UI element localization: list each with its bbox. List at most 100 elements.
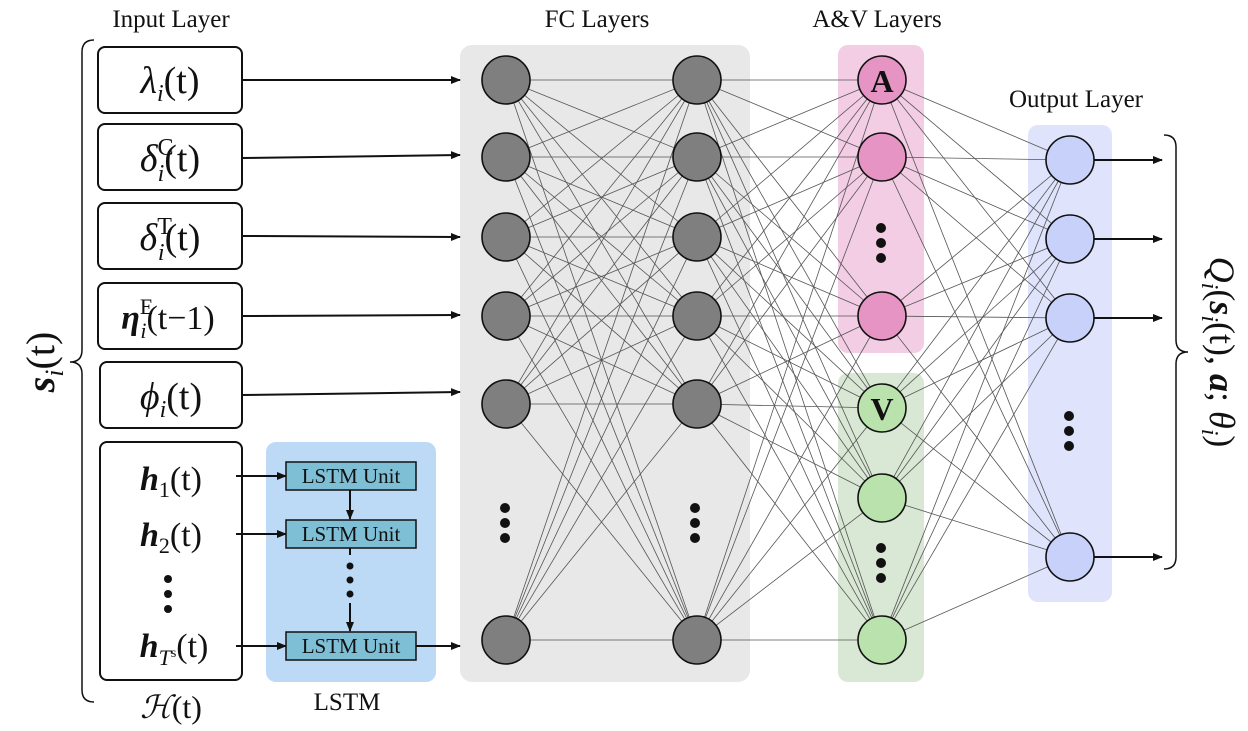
av-layers-header: A&V Layers <box>812 6 941 33</box>
edge <box>505 79 698 158</box>
edge <box>696 79 883 405</box>
edge <box>881 79 1071 240</box>
fc1-node <box>481 615 531 665</box>
edge <box>881 238 1071 317</box>
advantage-node <box>857 291 907 341</box>
edge <box>881 238 1071 409</box>
output-node <box>1045 135 1095 185</box>
svg-text:h2(t): h2(t) <box>140 517 202 558</box>
q-value-label: Qi(si(t), a; θi) <box>1196 257 1242 448</box>
lstm-panel <box>266 442 436 682</box>
q-brace <box>1163 134 1189 570</box>
fc1-node <box>481 291 531 341</box>
svg-text:ϕi(t): ϕi(t) <box>140 376 202 423</box>
svg-text:λi(t): λi(t) <box>139 60 199 107</box>
svg-text:h1(t): h1(t) <box>140 461 202 502</box>
edge <box>881 238 1071 499</box>
edge <box>505 79 698 317</box>
edge <box>505 156 698 238</box>
edge <box>881 79 1071 319</box>
svg-text:δCi(t): δCi(t) <box>140 135 200 187</box>
output-panel <box>1028 125 1112 602</box>
state-label: si(t) <box>18 332 69 394</box>
edge <box>505 236 698 317</box>
svg-text:hTs(t): hTs(t) <box>140 628 209 670</box>
value-node <box>857 473 907 523</box>
ellipsis-markers <box>500 223 1074 583</box>
history-label: ℋ(t) <box>140 689 202 725</box>
fc2-node <box>672 615 722 665</box>
input-arrow <box>241 151 461 160</box>
output-node <box>1045 532 1095 582</box>
edge <box>696 236 883 499</box>
lstm-unit-2: LSTM Unit <box>285 519 417 549</box>
edge <box>696 236 883 641</box>
edge <box>696 403 883 409</box>
edge <box>881 315 1071 558</box>
output-node <box>1045 214 1095 264</box>
history-box: h1(t) h2(t) hTs(t) <box>99 441 243 681</box>
edge <box>881 156 1071 161</box>
fc-layers-header: FC Layers <box>545 6 650 33</box>
input-feature-phi: ϕi(t) <box>99 361 243 429</box>
fc1-node <box>481 212 531 262</box>
edge <box>881 315 1071 319</box>
edge <box>696 156 883 499</box>
network-nodes: AV <box>481 55 1095 665</box>
fc2-node <box>672 212 722 262</box>
advantage-node <box>857 132 907 182</box>
lstm-unit-3: LSTM Unit <box>285 631 417 661</box>
edge <box>505 236 698 405</box>
edge <box>696 79 883 499</box>
input-arrow <box>241 311 461 320</box>
edge <box>696 156 883 317</box>
edge <box>696 156 883 641</box>
advantage-node-a <box>857 55 907 105</box>
edge <box>696 315 883 409</box>
svg-text:LSTM Unit: LSTM Unit <box>302 522 401 546</box>
input-arrow <box>241 232 461 241</box>
edge <box>881 156 1071 558</box>
svg-text:LSTM Unit: LSTM Unit <box>302 464 401 488</box>
svg-text:LSTM Unit: LSTM Unit <box>302 634 401 658</box>
fc1-node <box>481 132 531 182</box>
output-layer-header: Output Layer <box>1009 86 1144 113</box>
edge <box>881 317 1071 409</box>
edge <box>696 156 883 238</box>
edge <box>505 156 698 317</box>
input-arrow <box>241 388 461 397</box>
edge <box>881 159 1071 499</box>
edge <box>696 403 883 499</box>
edge <box>505 79 698 238</box>
edge <box>696 407 883 641</box>
input-feature-lambda: λi(t) <box>97 46 243 114</box>
svg-text:ηEi(t−1): ηEi(t−1) <box>121 294 215 343</box>
edge <box>696 79 883 238</box>
edge <box>696 156 883 405</box>
lstm-label: LSTM <box>314 689 381 716</box>
fc1-node <box>481 379 531 429</box>
state-brace <box>69 39 95 703</box>
edge <box>696 79 883 158</box>
edge <box>881 407 1071 558</box>
edge <box>505 156 698 641</box>
edge <box>505 79 698 641</box>
edge <box>505 156 698 405</box>
edge <box>881 79 1071 558</box>
edge <box>881 238 1071 641</box>
input-layer-header: Input Layer <box>112 6 230 33</box>
edge <box>881 159 1071 641</box>
edge <box>881 159 1071 409</box>
edge <box>696 79 883 641</box>
edge <box>505 403 698 641</box>
edge <box>696 497 883 641</box>
edge <box>696 315 883 499</box>
fc-panel <box>460 45 750 682</box>
advantage-node-a-label: A <box>870 63 893 99</box>
edge <box>696 156 883 409</box>
fc2-node <box>672 132 722 182</box>
edge <box>696 79 883 409</box>
